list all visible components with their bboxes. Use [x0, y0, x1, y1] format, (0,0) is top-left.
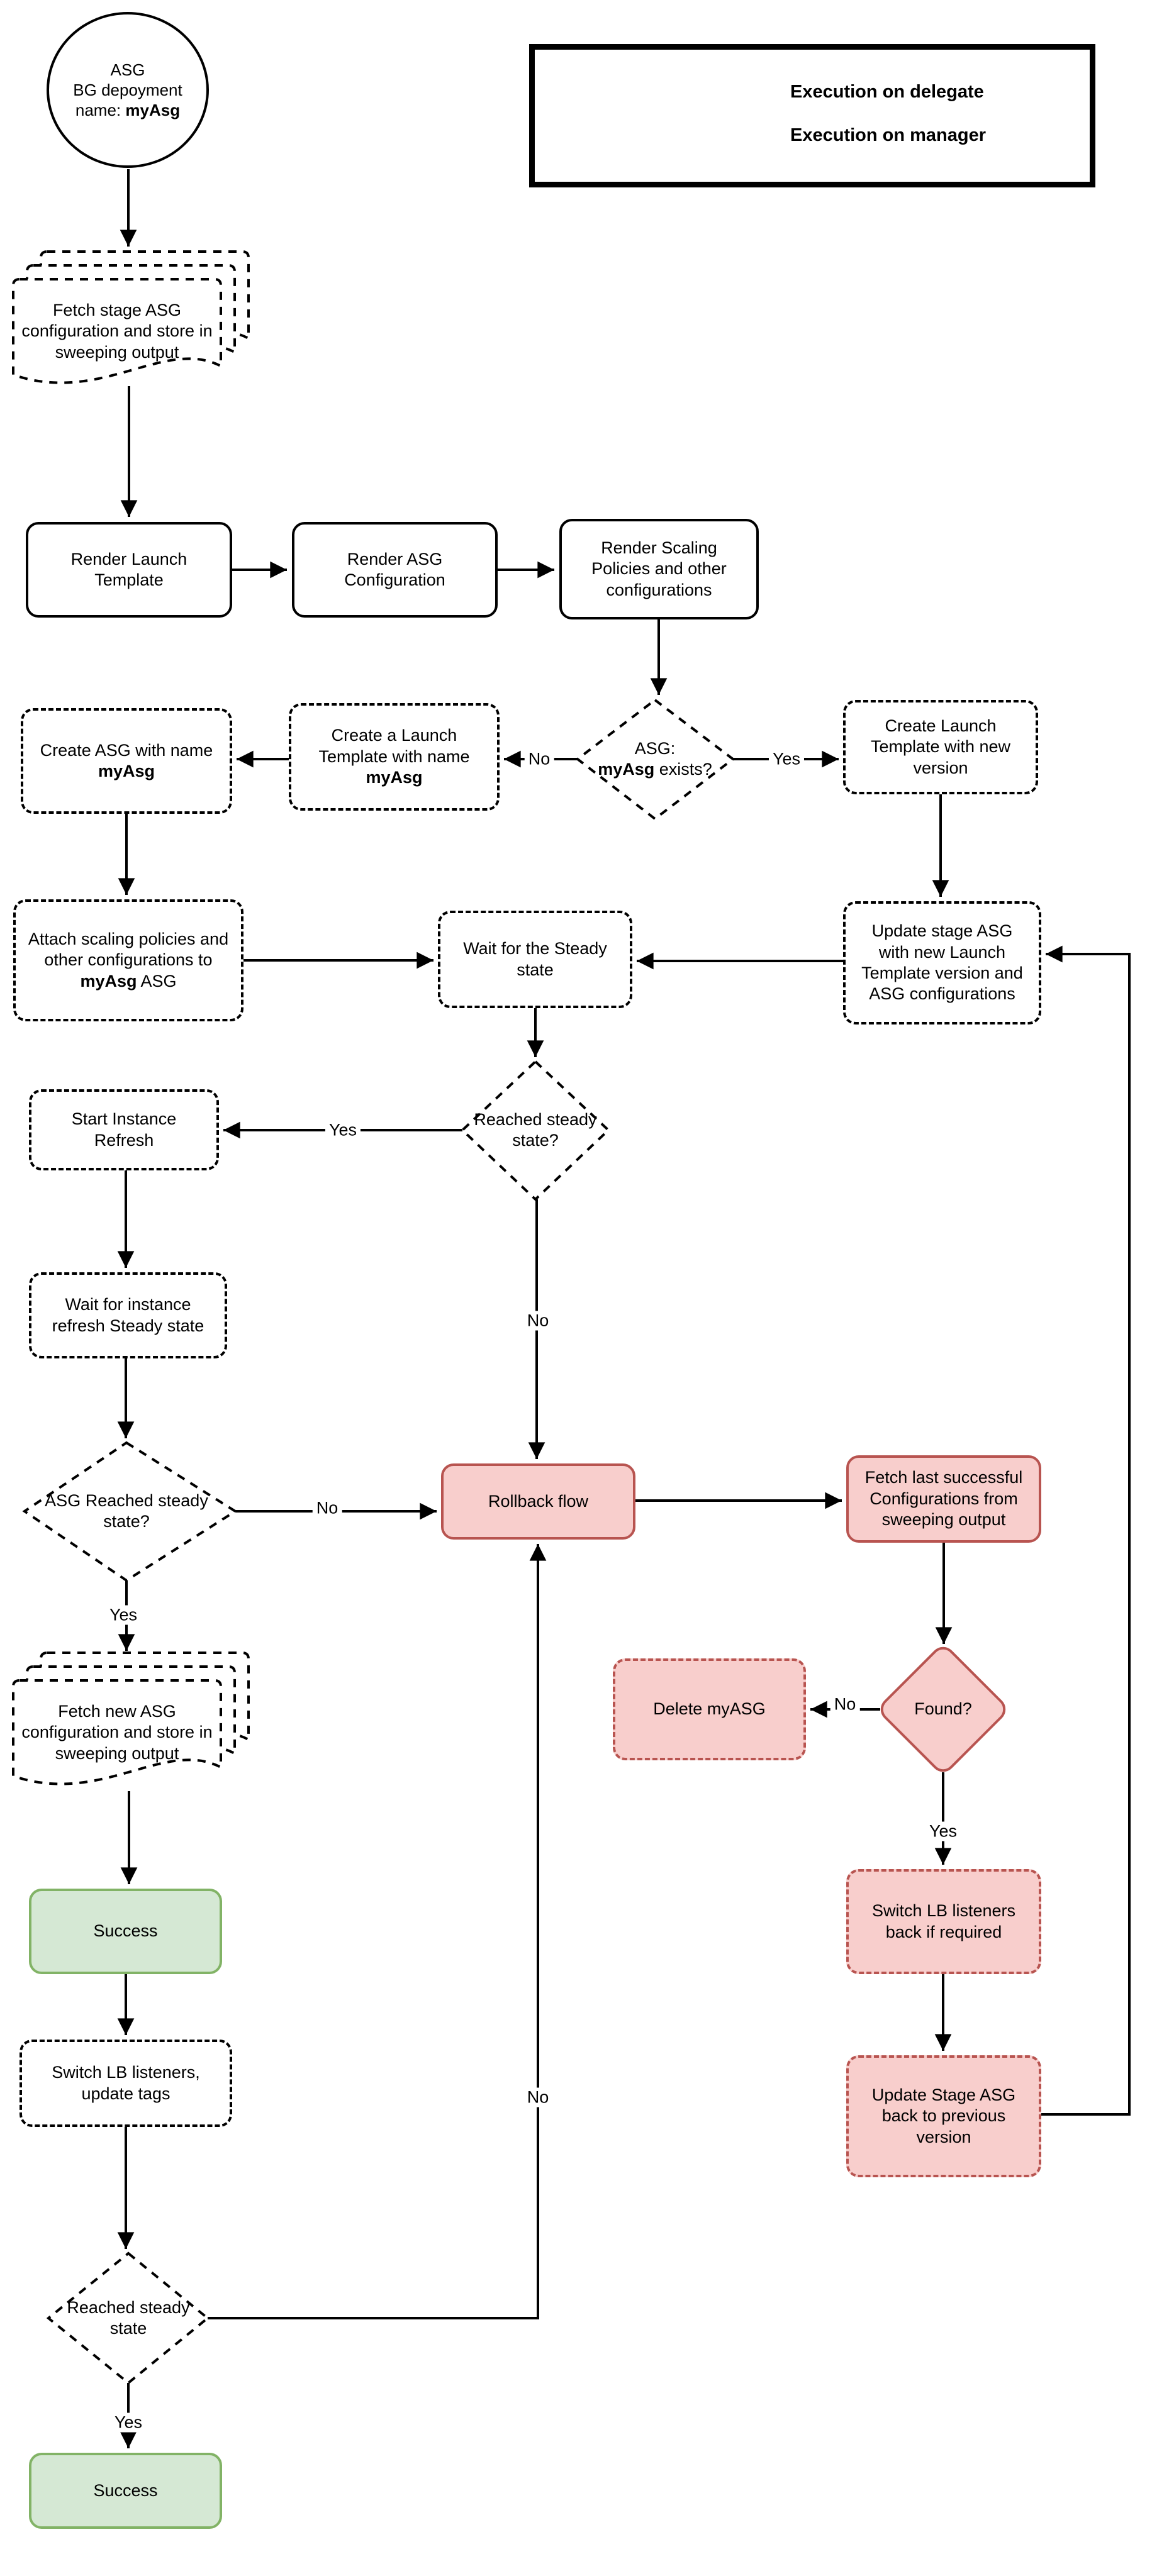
node-fetch-stage-config: Fetch stage ASG configuration and store … [21, 300, 213, 362]
document-stacks [12, 250, 250, 1785]
asg-exists-line1: ASG: [634, 738, 676, 758]
legend-delegate-label: Execution on delegate [790, 81, 984, 102]
edge-label-yes: Yes [768, 749, 805, 769]
diamond-found [880, 1646, 1006, 1772]
node-render-asg-configuration: Render ASG Configuration [292, 522, 498, 618]
create-asg-named-bold: myAsg [98, 762, 155, 780]
edge-label-yes: Yes [105, 1605, 142, 1625]
doc-fetch-stage-front [12, 278, 222, 384]
edge-label-no: No [523, 2087, 553, 2107]
attach-scaling-suffix: ASG [137, 971, 177, 991]
node-wait-steady-state: Wait for the Steady state [438, 911, 632, 1008]
attach-scaling-bold: myAsg [80, 971, 137, 991]
node-rollback-flow: Rollback flow [441, 1463, 635, 1540]
diamond-asg-exists-text: ASG: myAsg exists? [579, 709, 730, 809]
node-create-asg-named: Create ASG with name myAsg [21, 708, 232, 814]
node-switch-lb-back: Switch LB listeners back if required [846, 1869, 1041, 1974]
asg-exists-suffix: exists? [654, 760, 712, 779]
node-render-scaling-policies: Render Scaling Policies and other config… [559, 519, 759, 619]
start-node-text: ASG BG depoyment name: myAsg [73, 60, 182, 121]
diamond-reached-steady-2-text: Reached steady state [67, 2297, 190, 2338]
diamond-asg-reached-steady [22, 1441, 238, 1582]
node-fetch-last-successful: Fetch last successful Configurations fro… [846, 1455, 1041, 1543]
attach-scaling-text: Attach scaling policies and other config… [28, 929, 229, 970]
edge-label-yes: Yes [325, 1120, 361, 1140]
edge-label-no: No [830, 1694, 860, 1714]
diamond-reached-steady-2 [46, 2251, 210, 2385]
node-wait-instance-refresh: Wait for instance refresh Steady state [29, 1272, 227, 1358]
create-asg-named-text: Create ASG with name [40, 740, 213, 760]
start-line1: ASG [110, 60, 145, 79]
node-success-1: Success [29, 1889, 222, 1974]
node-create-launch-template-new: Create Launch Template with new version [843, 700, 1038, 794]
start-line3-prefix: name: [75, 101, 126, 120]
node-render-launch-template: Render Launch Template [26, 522, 232, 618]
start-node: ASG BG depoyment name: myAsg [47, 12, 209, 168]
diamond-found-text: Found? [914, 1699, 972, 1719]
node-update-stage-asg-back: Update Stage ASG back to previous versio… [846, 2055, 1041, 2177]
node-switch-lb-update-tags: Switch LB listeners, update tags [20, 2040, 232, 2127]
edge-label-yes: Yes [110, 2412, 147, 2433]
diamond-asg-exists [575, 698, 735, 821]
node-update-stage-asg: Update stage ASG with new Launch Templat… [843, 901, 1041, 1024]
diamonds [22, 698, 735, 2385]
diamond-asg-reached-text: ASG Reached steady state? [45, 1491, 208, 1531]
legend-manager-label: Execution on manager [790, 125, 987, 145]
create-launch-named-bold: myAsg [366, 768, 423, 787]
node-delete-myasg: Delete myASG [613, 1658, 806, 1760]
doc-fetch-new-front [12, 1679, 222, 1785]
edge-label-no: No [524, 749, 554, 769]
node-attach-scaling-policies: Attach scaling policies and other config… [13, 899, 243, 1021]
asg-exists-bold: myAsg [598, 760, 655, 779]
edge-reached2-no-to-rollback [208, 1544, 547, 2319]
start-line2: BG depoyment [73, 80, 182, 99]
node-start-instance-refresh: Start Instance Refresh [29, 1089, 219, 1170]
legend [529, 44, 1095, 187]
node-success-2: Success [29, 2453, 222, 2529]
edge-label-yes: Yes [925, 1821, 961, 1841]
node-fetch-new-config: Fetch new ASG configuration and store in… [21, 1701, 213, 1763]
edge-label-no: No [312, 1498, 342, 1518]
edge-updateback-loop-to-updatestage [1041, 945, 1131, 2116]
diamond-reached-steady-text: Reached steady state? [474, 1109, 597, 1150]
node-create-launch-template-named: Create a Launch Template with name myAsg [289, 703, 500, 811]
create-launch-named-text: Create a Launch Template with name [318, 726, 470, 766]
edge-label-no: No [523, 1311, 553, 1331]
diamond-reached-steady [461, 1060, 610, 1201]
start-line3-bold: myAsg [125, 101, 181, 120]
